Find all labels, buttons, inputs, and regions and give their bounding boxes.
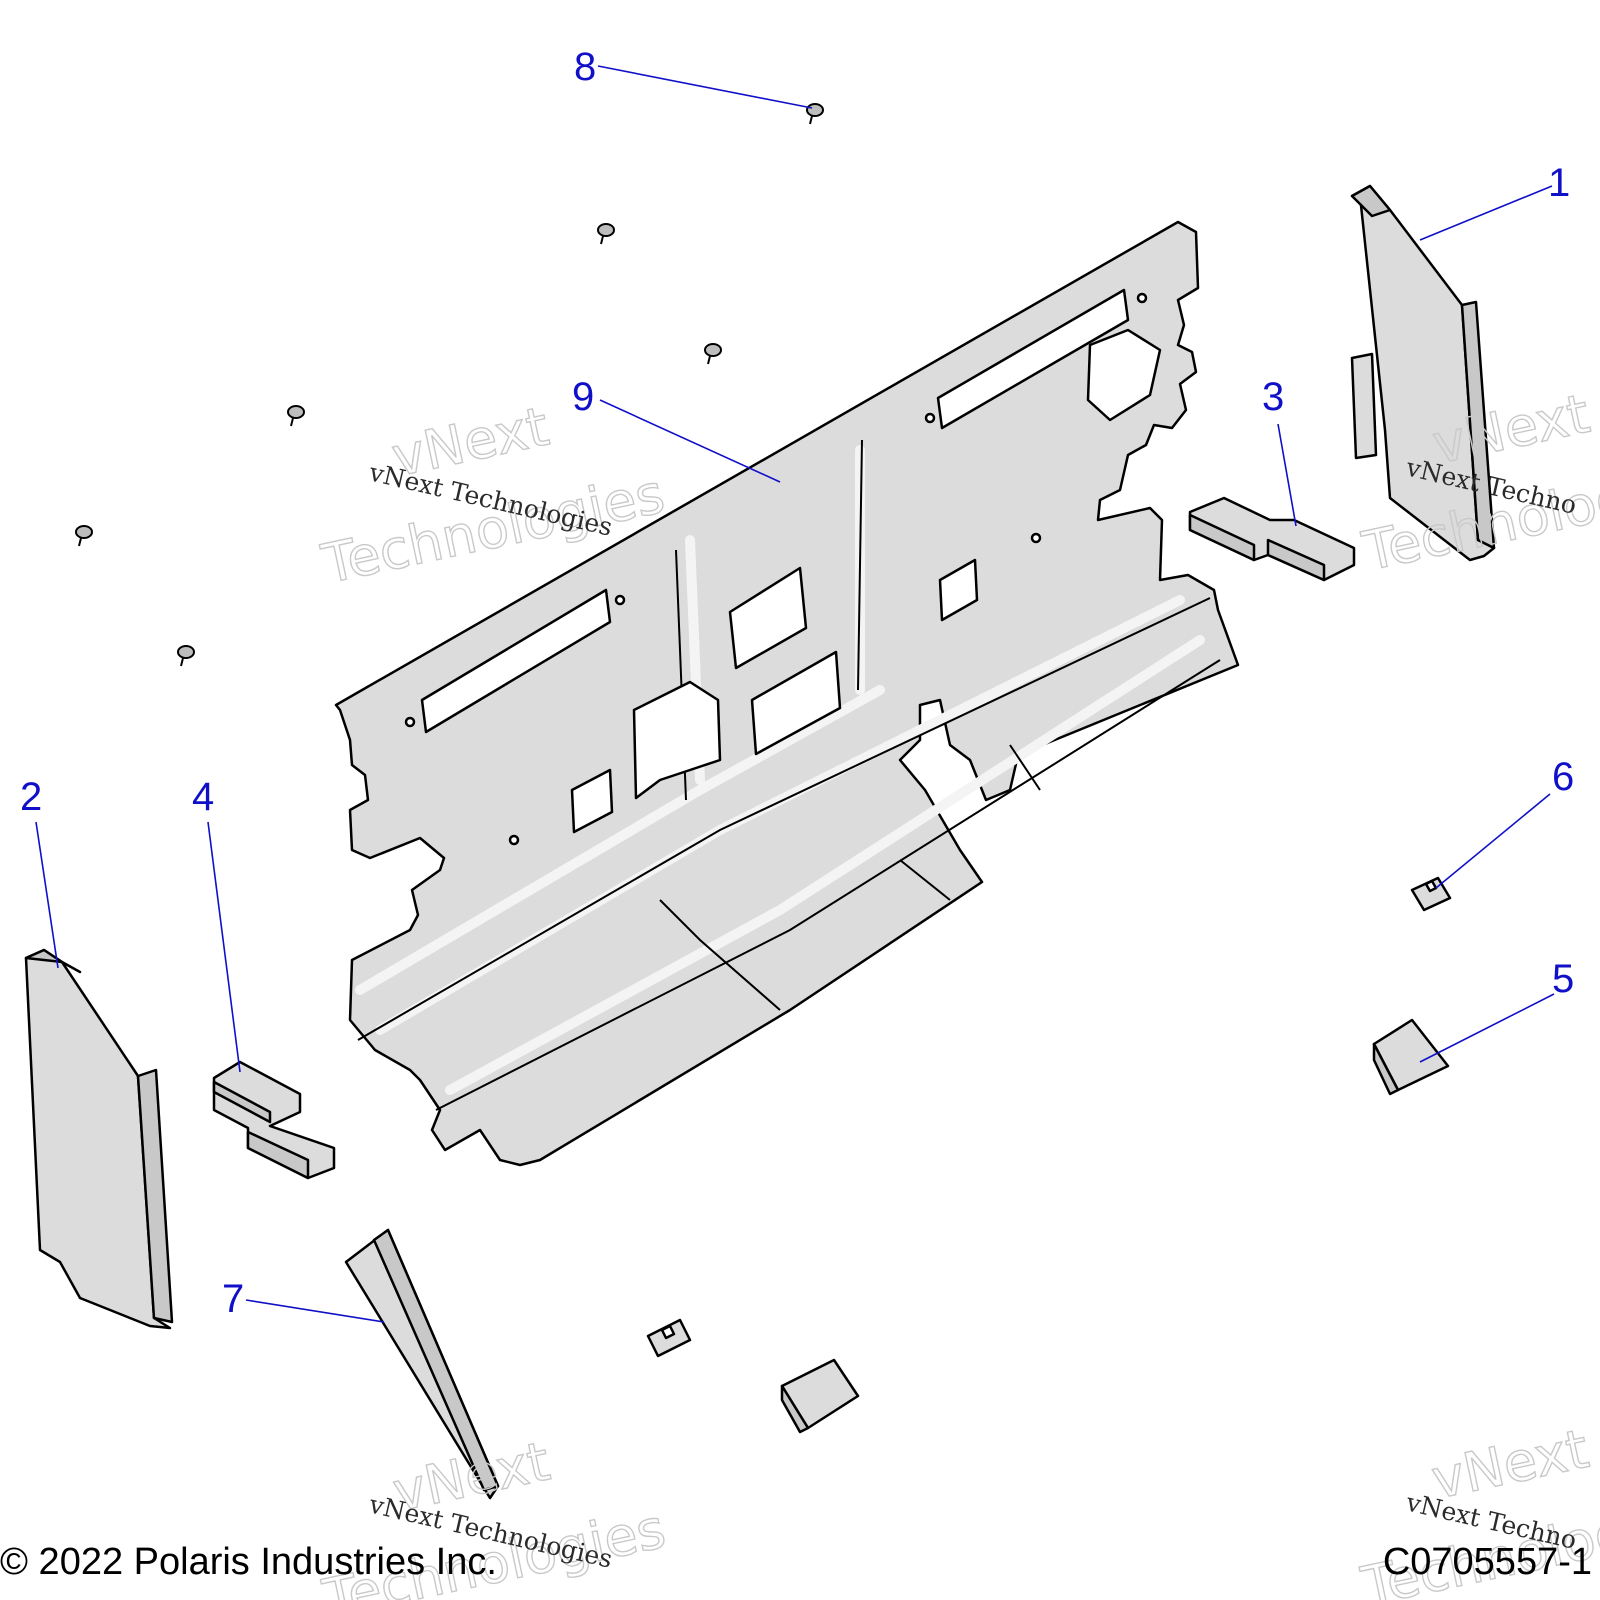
leader-1 [1419, 185, 1553, 241]
callout-5[interactable]: 5 [1552, 957, 1574, 1001]
copyright-text: © 2022 Polaris Industries Inc. [0, 1541, 497, 1583]
part-6-clip[interactable] [1410, 876, 1452, 912]
callout-1[interactable]: 1 [1548, 161, 1570, 205]
clip-duplicate [646, 1318, 692, 1358]
part-5-square-pad[interactable] [1372, 1018, 1450, 1096]
callout-7[interactable]: 7 [222, 1277, 244, 1321]
callout-2[interactable]: 2 [20, 775, 42, 819]
part-7-trim-strip[interactable] [344, 1228, 500, 1500]
rivet-icon [75, 525, 93, 547]
rivet-icon [704, 343, 722, 365]
part-4-left-foam-block[interactable] [212, 1060, 336, 1180]
callout-6[interactable]: 6 [1552, 755, 1574, 799]
part-1-right-side-pad[interactable] [1350, 184, 1496, 562]
leader-4 [207, 821, 241, 1073]
leader-6 [1435, 793, 1551, 889]
leader-2 [35, 821, 59, 969]
rivet-icon [177, 645, 195, 667]
square-pad-duplicate [780, 1358, 860, 1434]
leader-9 [599, 399, 781, 483]
part-3-right-foam-block[interactable] [1188, 496, 1356, 582]
leader-8 [597, 65, 813, 109]
callout-8[interactable]: 8 [574, 45, 596, 89]
part-9-rear-panel[interactable] [334, 220, 1240, 1167]
callout-3[interactable]: 3 [1262, 375, 1284, 419]
leader-lines [35, 65, 1555, 1323]
leader-3 [1277, 423, 1297, 527]
leader-7 [245, 1299, 385, 1323]
part-2-left-side-pad[interactable] [24, 948, 174, 1330]
callout-9[interactable]: 9 [572, 375, 594, 419]
leader-5 [1419, 993, 1555, 1063]
rivet-icon [597, 223, 615, 245]
callout-4[interactable]: 4 [192, 775, 214, 819]
drawing-number: C0705557-1 [1383, 1541, 1592, 1583]
part-8-push-rivets[interactable] [75, 103, 824, 667]
rivet-icon [287, 405, 305, 427]
